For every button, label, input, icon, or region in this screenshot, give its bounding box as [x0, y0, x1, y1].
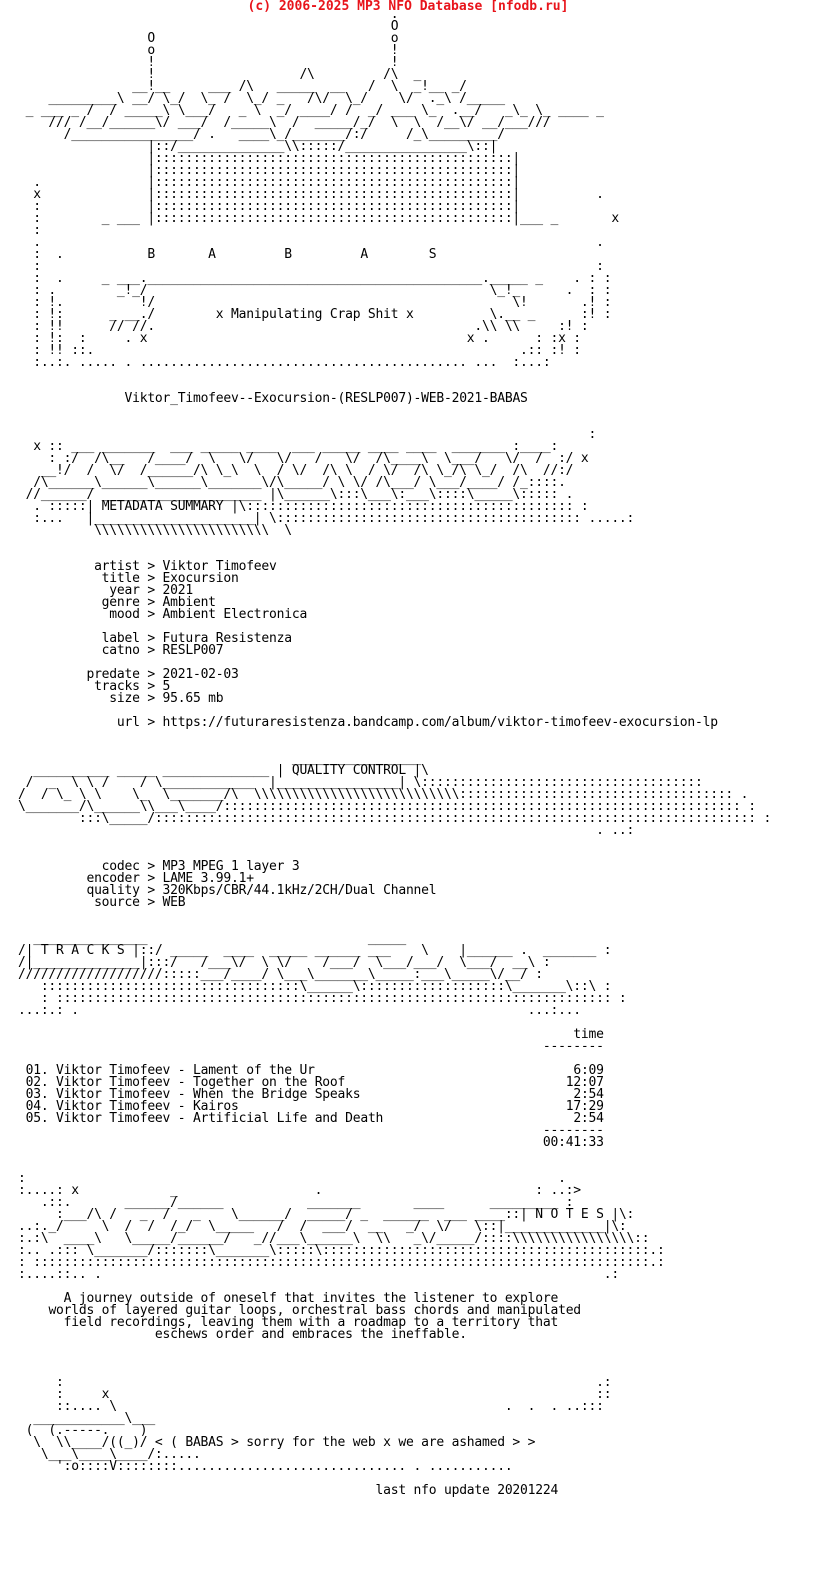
notes-line: worlds of layered guitar loops, orchestr…	[48, 1303, 581, 1318]
track-number: 04.	[25, 1099, 49, 1114]
metadata-artist-value: Viktor Timofeev	[162, 559, 277, 574]
track-title: Together on the Roof	[192, 1075, 346, 1090]
metadata-title-value: Exocursion	[162, 571, 239, 586]
metadata-label-value: Futura Resistenza	[162, 631, 293, 646]
tracklist-total-time: 00:41:33	[542, 1135, 604, 1150]
quality-codec-value: MP3 MPEG 1 layer 3	[162, 859, 300, 874]
track-artist: Viktor Timofeev	[56, 1063, 171, 1078]
track-title: Kairos	[192, 1099, 239, 1114]
track-time: 17:29	[565, 1099, 604, 1114]
nfo-text-block: . O O o o ! !	[18, 7, 772, 1498]
metadata-year-value: 2021	[162, 583, 194, 598]
metadata-genre-value: Ambient	[162, 595, 216, 610]
section-title-notes: N O T E S	[535, 1207, 604, 1222]
track-artist: Viktor Timofeev	[56, 1111, 171, 1126]
quality-quality-value: 320Kbps/CBR/44.1kHz/2CH/Dual Channel	[162, 883, 437, 898]
track-number: 03.	[25, 1087, 49, 1102]
track-time: 2:54	[573, 1087, 604, 1102]
metadata-predate-value: 2021-02-03	[162, 667, 239, 682]
quality-source-value: WEB	[162, 895, 186, 910]
track-time: 6:09	[573, 1063, 604, 1078]
metadata-tracks-value: 5	[162, 679, 171, 694]
section-title-quality: QUALITY CONTROL	[291, 763, 406, 778]
notes-line: A journey outside of oneself that invite…	[63, 1291, 559, 1306]
quality-encoder-value: LAME 3.99.1+	[162, 871, 255, 886]
metadata-size-value: 95.65 mb	[162, 691, 224, 706]
track-artist: Viktor Timofeev	[56, 1099, 171, 1114]
notes-line: field recordings, leaving them with a ro…	[63, 1315, 559, 1330]
track-number: 02.	[25, 1075, 49, 1090]
last-update: last nfo update 20201224	[375, 1483, 559, 1498]
metadata-mood-value: Ambient Electronica	[162, 607, 308, 622]
metadata-url-value: https://futuraresistenza.bandcamp.com/al…	[162, 715, 719, 730]
track-time: 12:07	[565, 1075, 604, 1090]
group-motto: x Manipulating Crap Shit x	[215, 307, 414, 322]
footer-message: < ( BABAS > sorry for the web x we are a…	[154, 1435, 536, 1450]
section-title-metadata: METADATA SUMMARY	[101, 499, 224, 514]
section-title-tracks: T R A C K S	[40, 943, 125, 958]
group-letters: B A B A S	[147, 247, 437, 262]
track-title: When the Bridge Speaks	[192, 1087, 361, 1102]
track-artist: Viktor Timofeev	[56, 1075, 171, 1090]
track-title: Lament of the Ur	[192, 1063, 315, 1078]
track-title: Artificial Life and Death	[192, 1111, 384, 1126]
notes-line: eschews order and embraces the ineffable…	[154, 1327, 467, 1342]
release-name: Viktor_Timofeev--Exocursion-(RESLP007)-W…	[124, 391, 528, 406]
track-number: 05.	[25, 1111, 49, 1126]
track-artist: Viktor Timofeev	[56, 1087, 171, 1102]
nfodb-header-link[interactable]: (c) 2006-2025 MP3 NFO Database [nfodb.ru…	[247, 0, 569, 14]
metadata-catno-value: RESLP007	[162, 643, 224, 658]
track-time: 2:54	[573, 1111, 604, 1126]
tracklist-time-header: time	[573, 1027, 604, 1042]
track-number: 01.	[25, 1063, 49, 1078]
